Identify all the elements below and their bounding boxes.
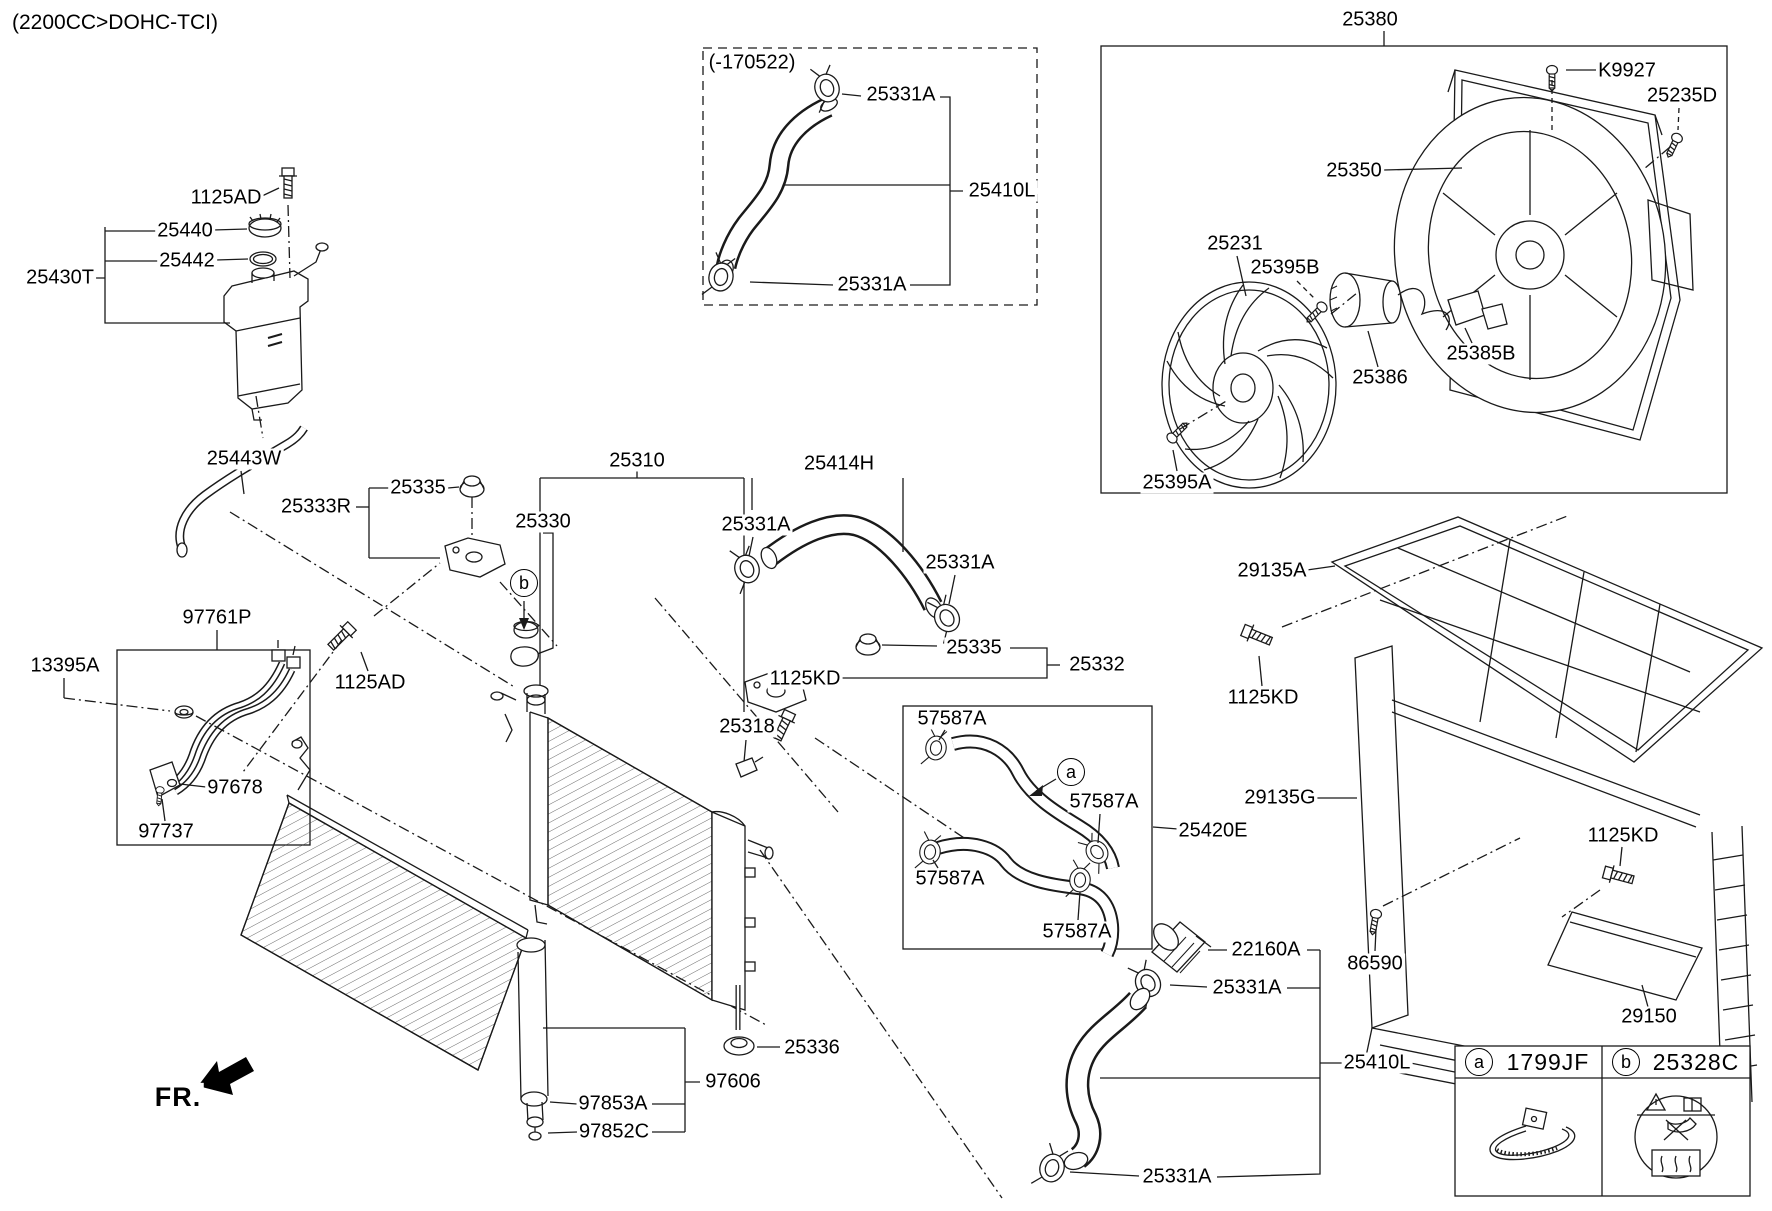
label-carrier-bolt-upper: 1125KD	[1225, 686, 1301, 709]
label-res-hose-assembly: 25420E	[1176, 819, 1250, 842]
label-upper-hose-clamp-left: 25331A	[719, 513, 793, 536]
label-deflector: 29150	[1619, 1005, 1679, 1028]
label-res-hose-clamp-3: 57587A	[913, 867, 987, 890]
air-guard-upper-drawing	[1238, 514, 1764, 763]
label-fan-screw-top: 25235D	[1644, 84, 1720, 107]
label-fan-motor: 25386	[1350, 366, 1410, 389]
label-radiator-sensor: 25318	[717, 715, 777, 738]
label-fan-pin: K9927	[1596, 59, 1658, 82]
label-mount-insulator-lower: 25335	[944, 636, 1004, 659]
label-inset-date: (-170522)	[706, 51, 798, 74]
label-radiator-grommet: 25336	[782, 1036, 842, 1059]
upper-hose-drawing	[724, 478, 969, 645]
cable-tie-drawing	[1489, 1107, 1576, 1161]
label-condenser-drier-cap: 97852C	[576, 1120, 652, 1143]
label-degas-assembly: 97761P	[180, 606, 254, 629]
label-fan-shroud: 25350	[1324, 159, 1384, 182]
label-lower-hose-fitting: 22160A	[1229, 938, 1303, 961]
legend-code-a: 1799JF	[1506, 1048, 1590, 1075]
label-fan-blade: 25231	[1205, 232, 1265, 255]
label-fan-assembly: 25380	[1340, 8, 1400, 31]
label-lower-hose-clamp-top: 25331A	[1210, 976, 1284, 999]
label-degas-nut: 13395A	[28, 654, 102, 677]
label-radiator-assembly: 25310	[607, 449, 667, 472]
label-mount-insulator-upper: 25335	[388, 476, 448, 499]
inset-box	[701, 47, 1038, 306]
label-upper-hose: 25414H	[801, 452, 877, 475]
label-upper-hose-clamp-right: 25331A	[923, 551, 997, 574]
label-degas-screw: 97737	[136, 820, 196, 843]
fan-box	[1100, 31, 1728, 494]
overflow-tube-drawing	[175, 395, 308, 558]
label-lower-hose-clamp-bottom: 25331A	[1140, 1165, 1214, 1188]
label-condenser-drier: 97853A	[576, 1092, 650, 1115]
label-carrier-screw: 86590	[1345, 952, 1405, 975]
label-inset-hose: 25410L	[966, 179, 1038, 202]
reservoir-bolt-drawing	[278, 167, 298, 199]
caution-label-drawing	[1634, 1092, 1718, 1179]
label-inset-clamp-bottom: 25331A	[835, 273, 909, 296]
reservoir-oring-drawing	[249, 251, 277, 267]
label-guard-lower: 29135G	[1242, 786, 1318, 809]
detail-marker-a: a	[1057, 758, 1085, 786]
fan-screws-drawing	[1164, 64, 1685, 472]
degas-fastener-leaders	[63, 562, 769, 1027]
label-res-hose-clamp-2: 57587A	[1067, 790, 1141, 813]
legend-code-b: 25328C	[1652, 1048, 1740, 1075]
label-reservoir-assembly: 25430T	[24, 266, 96, 289]
reservoir-hose-box	[902, 705, 1179, 950]
engine-spec-label: (2200CC>DOHC-TCI)	[10, 11, 220, 35]
label-carrier-bolt-lower: 1125KD	[1585, 824, 1661, 847]
radiator-bracket-lines	[539, 471, 745, 712]
label-radiator-bolt: 1125KD	[767, 667, 843, 690]
deflector-drawing	[1547, 911, 1703, 1008]
label-fan-screw-front: 25395B	[1248, 256, 1322, 279]
label-overflow-tube: 25443W	[204, 447, 284, 470]
label-condenser-assembly: 97606	[703, 1070, 763, 1093]
label-fan-screw-side: 25395A	[1140, 471, 1214, 494]
fr-arrow	[198, 1057, 254, 1095]
label-inset-clamp-top: 25331A	[864, 83, 938, 106]
label-fan-connector: 25385B	[1444, 342, 1518, 365]
detail-marker-b: b	[510, 569, 538, 597]
reservoir-tank-drawing	[223, 242, 329, 421]
fan-shroud-drawing	[1393, 69, 1694, 441]
fan-blade-drawing	[1161, 255, 1337, 489]
label-reservoir-oring: 25442	[157, 249, 217, 272]
label-lower-hose-assembly: 25410L	[1341, 1051, 1413, 1074]
degas-pipes-box	[116, 630, 311, 846]
label-reservoir-cap: 25440	[155, 219, 215, 242]
legend-marker-b: b	[1612, 1048, 1640, 1076]
legend-marker-a: a	[1465, 1048, 1493, 1076]
condenser-drawing	[240, 736, 700, 1141]
reservoir-leaders	[95, 187, 291, 324]
label-degas-clip: 97678	[205, 776, 265, 799]
label-degas-bolt: 1125AD	[332, 671, 408, 694]
label-mount-bracket-lower: 25332	[1067, 653, 1127, 676]
label-guard-upper: 29135A	[1235, 559, 1309, 582]
radiator-cap-parts-drawing	[510, 532, 554, 667]
radiator-drawing	[490, 597, 1001, 1056]
label-mount-bracket-upper: 25333R	[278, 495, 354, 518]
lower-hose-drawing	[759, 849, 1342, 1199]
label-res-hose-clamp-4: 57587A	[1040, 920, 1114, 943]
label-res-hose-clamp-1: 57587A	[915, 707, 989, 730]
fr-direction-label: FR.	[152, 1081, 204, 1112]
fan-motor-drawing	[1329, 272, 1508, 368]
upper-mount-drawing	[229, 475, 558, 689]
legend-table	[1454, 1045, 1751, 1197]
reservoir-cap-drawing	[248, 213, 282, 238]
label-reservoir-bolt: 1125AD	[188, 186, 264, 209]
label-radiator-cap: 25330	[513, 510, 573, 533]
